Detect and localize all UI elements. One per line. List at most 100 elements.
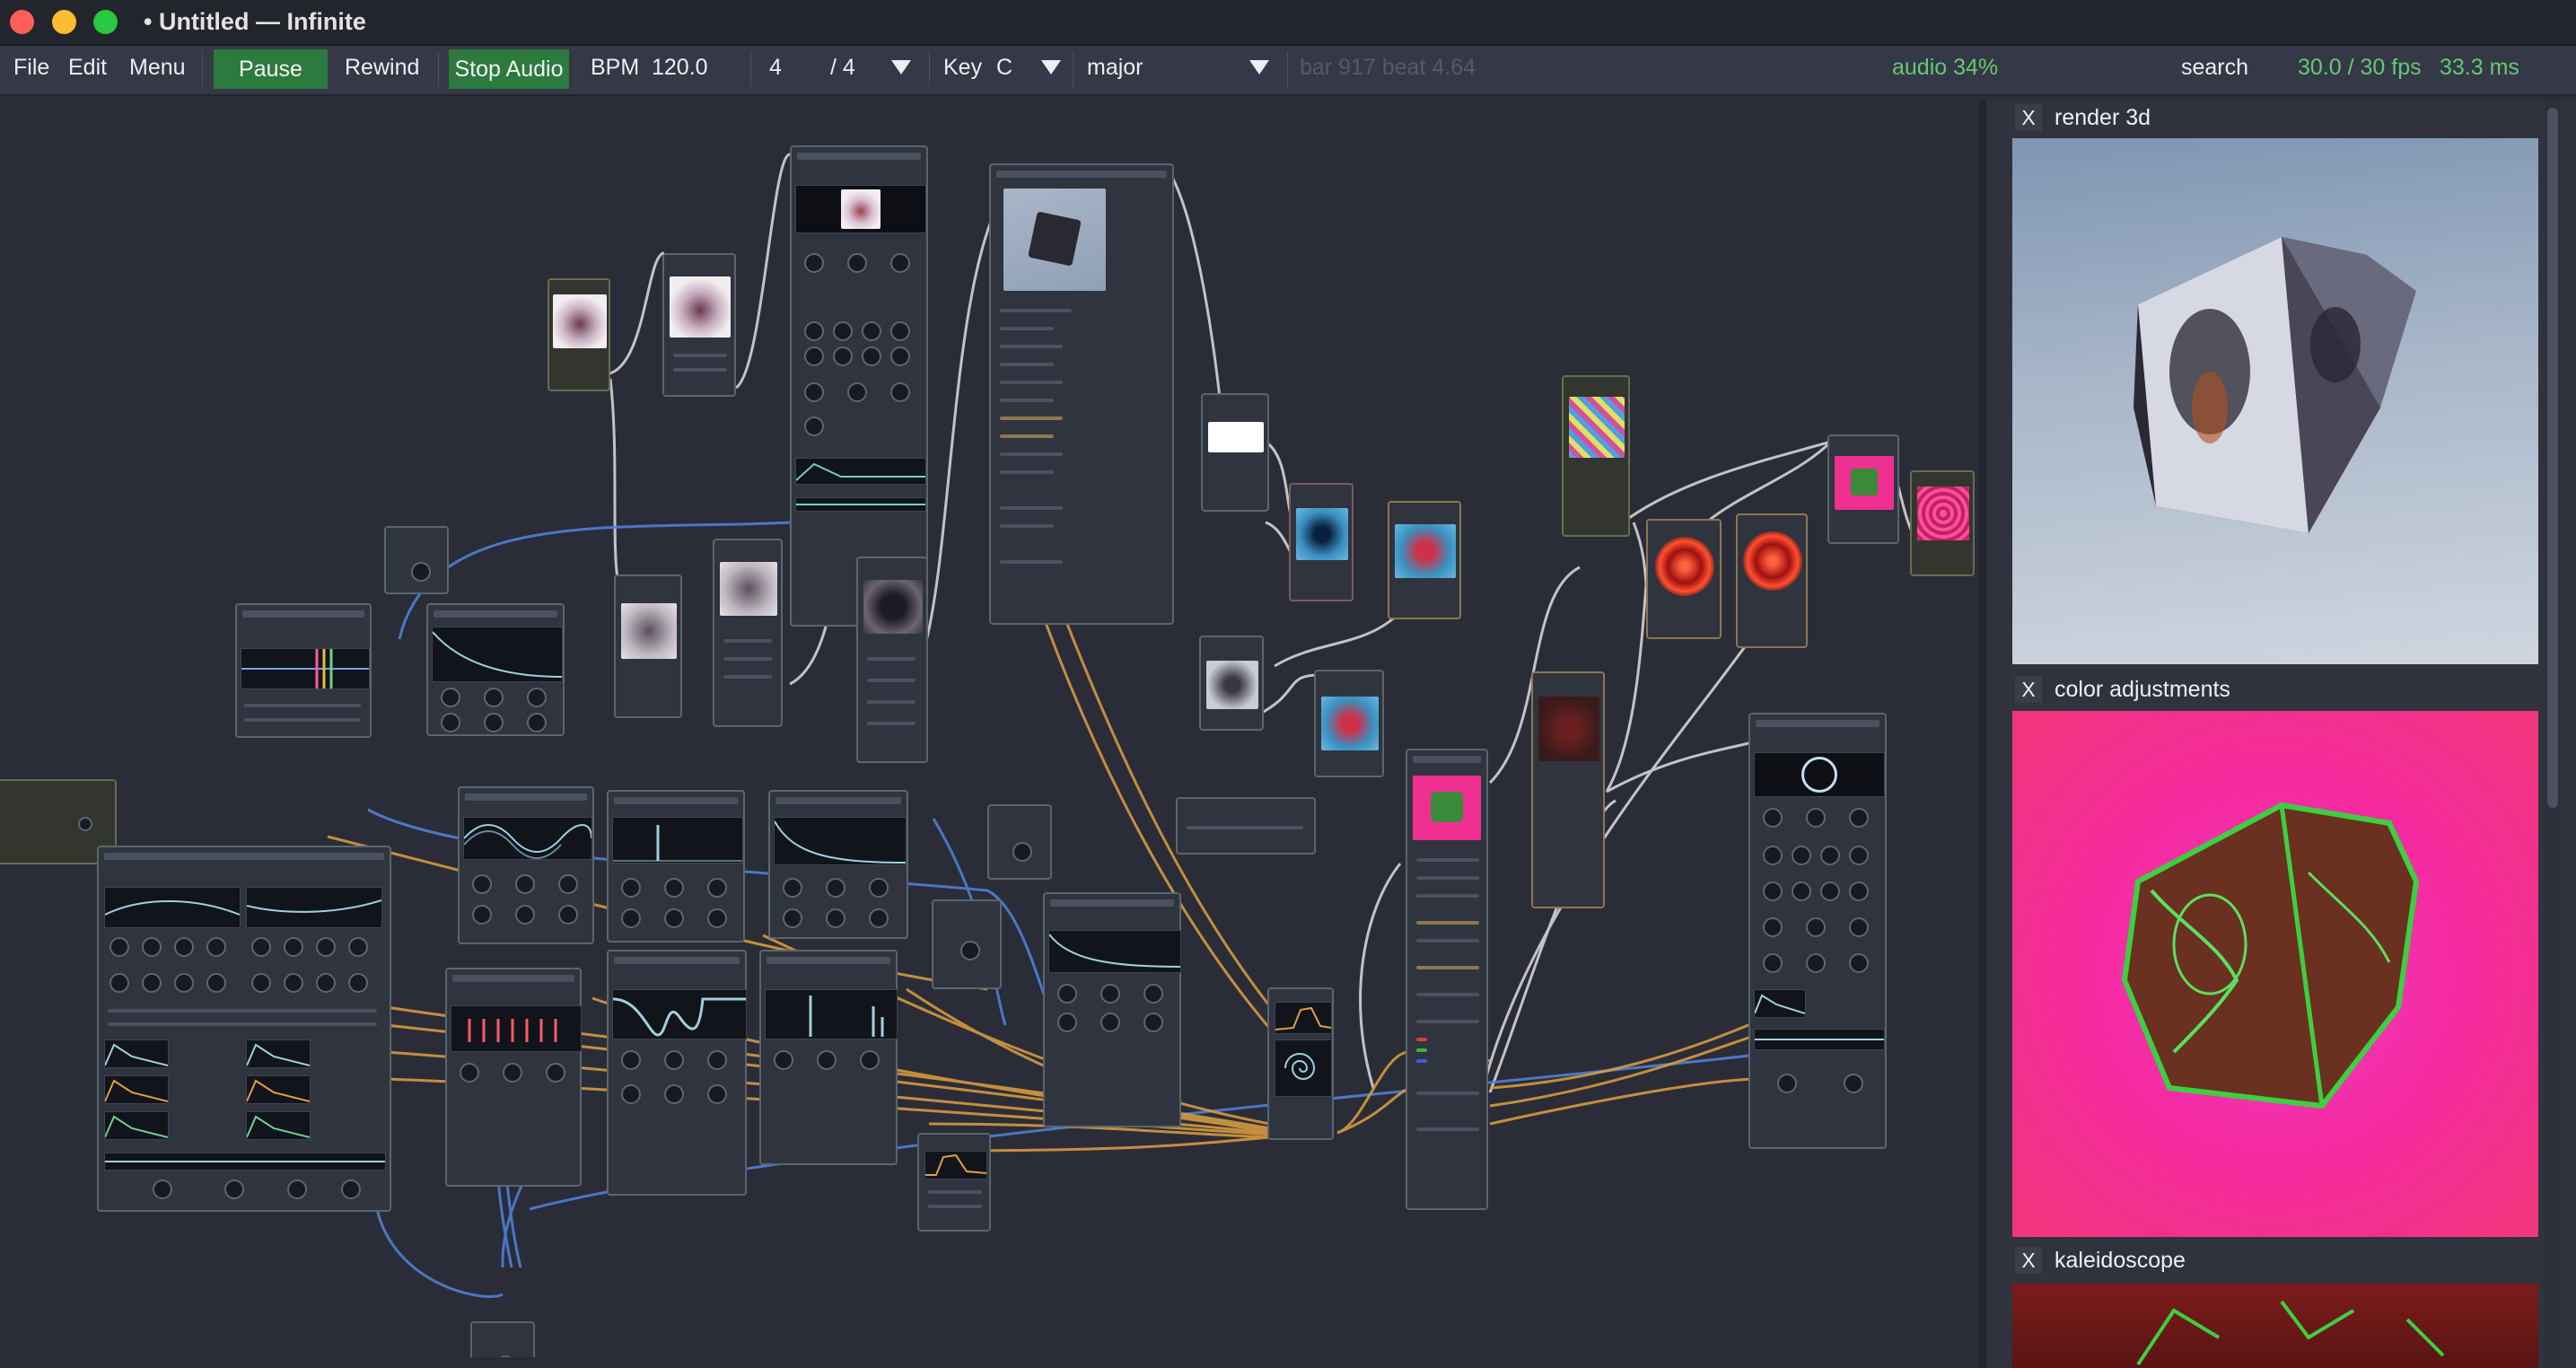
node-graph-canvas[interactable] xyxy=(0,101,1979,1357)
knob[interactable] xyxy=(1849,808,1869,828)
knob[interactable] xyxy=(817,1050,837,1070)
node-envelope[interactable] xyxy=(426,603,565,736)
knob[interactable] xyxy=(707,1084,727,1104)
knob[interactable] xyxy=(862,346,881,366)
node-radial-b[interactable] xyxy=(1736,513,1808,648)
scale-select[interactable]: major xyxy=(1087,55,1143,80)
knob[interactable] xyxy=(546,1063,565,1083)
knob[interactable] xyxy=(804,321,824,341)
knob[interactable] xyxy=(1763,846,1783,865)
node-lowpass[interactable] xyxy=(607,950,747,1196)
knob[interactable] xyxy=(284,937,303,957)
key-select[interactable]: C xyxy=(996,55,1013,80)
node-green-cube[interactable] xyxy=(1827,434,1899,544)
knob[interactable] xyxy=(826,908,846,928)
knob[interactable] xyxy=(1057,1013,1077,1032)
close-icon[interactable]: X xyxy=(2015,1247,2042,1274)
knob[interactable] xyxy=(1792,846,1811,865)
knob[interactable] xyxy=(804,417,824,436)
node-knob[interactable] xyxy=(932,899,1002,989)
knob[interactable] xyxy=(287,1179,307,1199)
knob[interactable] xyxy=(142,937,162,957)
maximize-window-button[interactable] xyxy=(93,10,118,34)
node-color-adjustments[interactable] xyxy=(1406,749,1488,1210)
knob[interactable] xyxy=(110,973,129,993)
node-knob[interactable] xyxy=(470,1321,535,1357)
node-pattern[interactable] xyxy=(1562,375,1630,537)
node-cube[interactable] xyxy=(856,557,928,763)
knob[interactable] xyxy=(206,973,226,993)
menu-menu[interactable]: Menu xyxy=(129,55,186,80)
knob[interactable] xyxy=(153,1179,172,1199)
knob[interactable] xyxy=(411,562,431,582)
node-image-filter[interactable] xyxy=(662,253,736,397)
knob[interactable] xyxy=(774,1050,793,1070)
node-star-a[interactable] xyxy=(1289,483,1354,601)
knob[interactable] xyxy=(869,908,889,928)
knob[interactable] xyxy=(890,382,910,402)
knob[interactable] xyxy=(783,908,802,928)
node-kaleidoscope-dark[interactable] xyxy=(1531,671,1605,908)
knob[interactable] xyxy=(1820,846,1840,865)
knob[interactable] xyxy=(1763,953,1783,973)
knob[interactable] xyxy=(441,713,460,732)
node-knob[interactable] xyxy=(384,526,449,594)
close-icon[interactable]: X xyxy=(2015,676,2042,703)
minimize-window-button[interactable] xyxy=(52,10,76,34)
knob[interactable] xyxy=(621,1084,641,1104)
knob[interactable] xyxy=(890,346,910,366)
knob[interactable] xyxy=(1849,881,1869,901)
knob[interactable] xyxy=(783,878,802,898)
node-star-c[interactable] xyxy=(1314,670,1384,777)
knob[interactable] xyxy=(251,937,271,957)
knob[interactable] xyxy=(860,1050,880,1070)
knob[interactable] xyxy=(1057,984,1077,1004)
bpm-input[interactable]: 120.0 xyxy=(652,55,708,80)
knob[interactable] xyxy=(1143,984,1163,1004)
node-mask[interactable] xyxy=(1201,393,1269,512)
knob[interactable] xyxy=(527,713,547,732)
file-menu[interactable]: File xyxy=(13,55,50,80)
node-spiral[interactable] xyxy=(1267,987,1334,1140)
triangle-down-icon[interactable] xyxy=(1249,60,1269,75)
knob[interactable] xyxy=(472,874,492,894)
knob[interactable] xyxy=(1806,917,1826,937)
knob[interactable] xyxy=(484,688,504,707)
knob[interactable] xyxy=(1143,1013,1163,1032)
knob[interactable] xyxy=(1806,808,1826,828)
node-cube[interactable] xyxy=(713,539,783,727)
triangle-down-icon[interactable] xyxy=(891,60,911,75)
node-render-3d[interactable] xyxy=(989,163,1174,625)
node-delay[interactable] xyxy=(759,950,898,1165)
knob[interactable] xyxy=(174,937,194,957)
stop-audio-button[interactable]: Stop Audio xyxy=(449,49,569,89)
knob[interactable] xyxy=(142,973,162,993)
knob[interactable] xyxy=(348,937,368,957)
knob[interactable] xyxy=(1777,1074,1797,1093)
node-image-source[interactable] xyxy=(548,278,610,391)
knob[interactable] xyxy=(621,1050,641,1070)
node-tile-pattern[interactable] xyxy=(1910,470,1975,576)
knob[interactable] xyxy=(472,905,492,925)
knob[interactable] xyxy=(174,973,194,993)
node-synth[interactable] xyxy=(97,846,391,1212)
knob[interactable] xyxy=(484,713,504,732)
knob[interactable] xyxy=(1012,842,1032,862)
knob[interactable] xyxy=(1806,953,1826,973)
node-lfo[interactable] xyxy=(917,1133,991,1232)
node-image-effect[interactable] xyxy=(790,145,928,627)
node-sequencer[interactable] xyxy=(445,968,582,1187)
knob[interactable] xyxy=(664,908,684,928)
panel-scrollbar[interactable] xyxy=(2547,108,2558,808)
triangle-down-icon[interactable] xyxy=(1041,60,1061,75)
pause-button[interactable]: Pause xyxy=(214,49,328,89)
knob[interactable] xyxy=(664,878,684,898)
knob[interactable] xyxy=(621,878,641,898)
close-icon[interactable]: X xyxy=(2015,104,2042,131)
knob[interactable] xyxy=(316,973,336,993)
knob[interactable] xyxy=(441,688,460,707)
time-signature-numerator[interactable]: 4 xyxy=(769,55,782,80)
knob[interactable] xyxy=(664,1084,684,1104)
knob[interactable] xyxy=(348,973,368,993)
knob[interactable] xyxy=(1844,1074,1863,1093)
